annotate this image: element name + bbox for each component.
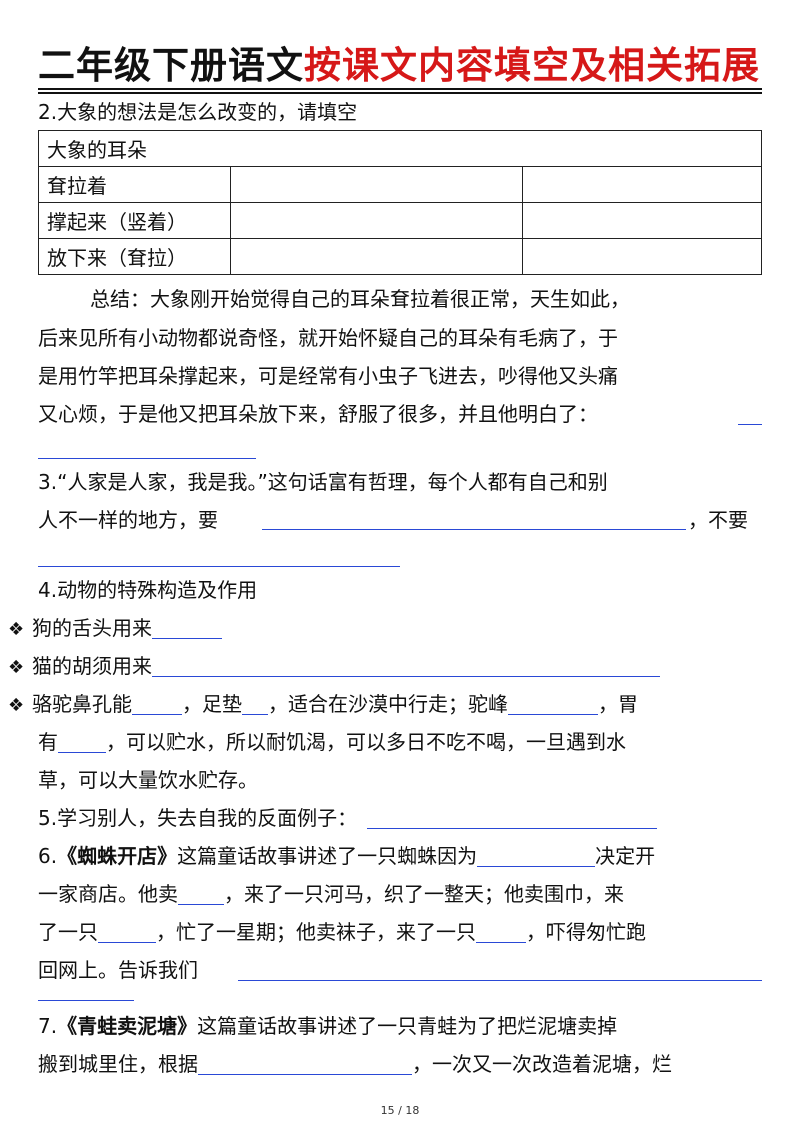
section7-line: 搬到城里住，根据，一次又一次改造着泥塘，烂 [38,1052,672,1076]
title-black: 二年级下册语文 [38,44,304,87]
section2-heading: 2.大象的想法是怎么改变的，请填空 [38,100,358,124]
fill-blank[interactable] [367,808,658,829]
fill-blank[interactable] [152,656,660,677]
summary-line: 又心烦，于是他又把耳朵放下来，舒服了很多，并且他明白了： [38,402,598,426]
title-red: 按课文内容填空及相关拓展 [304,44,760,87]
fill-blank[interactable] [152,618,222,639]
fill-blank[interactable] [262,529,686,530]
fill-blank[interactable] [98,922,156,943]
section4-heading: 4.动物的特殊构造及作用 [38,578,258,602]
fill-blank[interactable] [132,694,182,715]
camel-line: 有，可以贮水，所以耐饥渴，可以多日不吃不喝，一旦遇到水 [38,730,626,754]
book-title: 《青蛙卖泥塘》 [57,1014,198,1038]
summary-line: 是用竹竿把耳朵撑起来，可是经常有小虫子飞进去，吵得他又头痛 [38,364,618,388]
table-row: 撑起来（竖着） [38,202,762,239]
table-empty-cell [230,202,523,239]
table-empty-cell [230,238,523,275]
fill-blank[interactable] [477,846,596,867]
fill-blank[interactable] [38,566,400,567]
section5-line: 5.学习别人，失去自我的反面例子： [38,804,768,832]
section7-line: 7.《青蛙卖泥塘》这篇童话故事讲述了一只青蛙为了把烂泥塘卖掉 [38,1014,618,1038]
table-row: 耷拉着 [38,166,762,203]
section3-line: 人不一样的地方，要 [38,508,218,532]
table-row: 大象的耳朵 [38,130,762,167]
fill-blank[interactable] [238,980,762,981]
list-item-dog: ❖狗的舌头用来 [8,614,738,644]
fill-blank[interactable] [58,732,106,753]
book-title: 《蜘蛛开店》 [57,844,178,868]
title-rule-bottom [38,92,762,94]
diamond-bullet-icon: ❖ [8,619,25,640]
summary-line: 后来见所有小动物都说奇怪，就开始怀疑自己的耳朵有毛病了，于 [38,326,618,350]
camel-line: 草，可以大量饮水贮存。 [38,768,258,792]
fill-blank[interactable] [738,424,762,425]
section6-line: 回网上。告诉我们 [38,958,198,982]
table-row: 放下来（耷拉） [38,238,762,275]
section6-line: 了一只，忙了一星期；他卖袜子，来了一只，吓得匆忙跑 [38,920,646,944]
section3-line: ，不要 [688,508,748,532]
section3-line: 3.“人家是人家，我是我。”这句话富有哲理，每个人都有自己和别 [38,470,608,494]
section6-line: 6.《蜘蛛开店》这篇童话故事讲述了一只蜘蛛因为决定开 [38,844,656,868]
table-empty-cell [522,238,762,275]
fill-blank[interactable] [38,1000,134,1001]
fill-blank[interactable] [242,694,268,715]
diamond-bullet-icon: ❖ [8,657,25,678]
table-header-cell: 大象的耳朵 [38,130,762,167]
table-empty-cell [230,166,523,203]
table-label-cell: 撑起来（竖着） [38,202,231,239]
list-item-cat: ❖猫的胡须用来 [8,652,738,682]
fill-blank[interactable] [508,694,598,715]
page-number: 15 / 18 [380,1104,420,1117]
ear-table: 大象的耳朵 耷拉着 撑起来（竖着） 放下来（耷拉） [38,130,762,275]
list-item-camel: ❖骆驼鼻孔能，足垫，适合在沙漠中行走；驼峰，胃 [8,690,738,720]
fill-blank[interactable] [476,922,526,943]
table-label-cell: 放下来（耷拉） [38,238,231,275]
title-rule-top [38,88,762,90]
table-empty-cell [522,166,762,203]
fill-blank[interactable] [198,1054,412,1075]
table-label-cell: 耷拉着 [38,166,231,203]
summary-line: 总结：大象刚开始觉得自己的耳朵耷拉着很正常，天生如此， [90,287,630,311]
fill-blank[interactable] [38,458,256,459]
fill-blank[interactable] [178,884,224,905]
page-title: 二年级下册语文按课文内容填空及相关拓展 [38,40,762,92]
diamond-bullet-icon: ❖ [8,695,25,716]
section6-line: 一家商店。他卖，来了一只河马，织了一整天；他卖围巾，来 [38,882,624,906]
table-empty-cell [522,202,762,239]
